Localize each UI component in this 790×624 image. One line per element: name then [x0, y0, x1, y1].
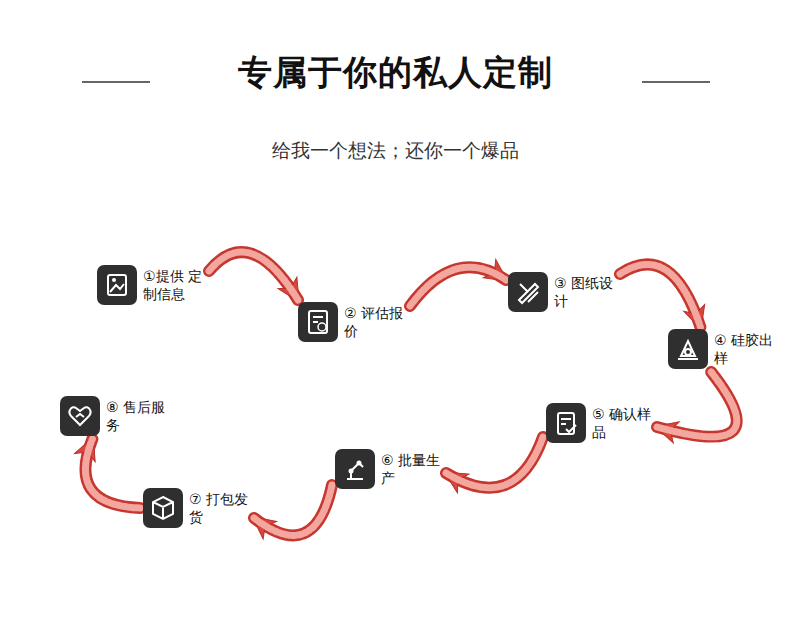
arrow-hatch — [254, 485, 332, 535]
step-label: ①提供 定制信息 — [143, 267, 205, 303]
title-rule — [642, 81, 710, 83]
step-icon — [60, 396, 100, 436]
icon-glyph — [143, 488, 183, 528]
step-icon — [97, 265, 137, 305]
step-label: ⑤ 确认样品 — [592, 405, 654, 441]
icon-glyph — [335, 449, 375, 489]
process-step: ② 评估报价 — [298, 302, 406, 342]
arrow-outline — [446, 437, 543, 488]
step-label: ⑥ 批量生产 — [381, 451, 443, 487]
arrow-hatch — [620, 264, 700, 327]
step-label: ② 评估报价 — [344, 304, 406, 340]
arrow-outline — [85, 439, 140, 508]
flow-arrow — [254, 485, 332, 535]
flow-arrow — [209, 252, 298, 300]
process-step: ⑧ 售后服务 — [60, 396, 168, 436]
arrow-hatch — [410, 267, 506, 306]
flow-arrow — [410, 267, 506, 306]
step-icon — [143, 488, 183, 528]
arrow-outline — [410, 267, 506, 306]
step-label: ⑧ 售后服务 — [106, 398, 168, 434]
arrow-outline — [254, 485, 332, 535]
step-icon — [668, 329, 708, 369]
page-title: 专属于你的私人定制 — [0, 50, 790, 96]
step-label: ③ 图纸设计 — [554, 274, 616, 310]
process-step: ③ 图纸设计 — [508, 272, 616, 312]
step-label: ⑦ 打包发货 — [189, 490, 251, 526]
icon-glyph — [298, 302, 338, 342]
flow-arrow — [620, 264, 700, 327]
arrow-hatch — [85, 439, 140, 508]
flow-arrow — [657, 372, 737, 437]
process-step: ①提供 定制信息 — [97, 265, 205, 305]
process-step: ④ 硅胶出样 — [668, 329, 776, 369]
arrow-outline — [620, 264, 700, 327]
step-icon — [298, 302, 338, 342]
icon-glyph — [97, 265, 137, 305]
step-label: ④ 硅胶出样 — [714, 331, 776, 367]
process-step: ⑤ 确认样品 — [546, 403, 654, 443]
step-icon — [508, 272, 548, 312]
arrow-outline — [209, 252, 298, 300]
step-icon — [335, 449, 375, 489]
flow-arrow — [446, 437, 543, 488]
arrow-hatch — [209, 252, 298, 300]
arrow-hatch — [657, 372, 737, 437]
step-icon — [546, 403, 586, 443]
arrow-hatch — [446, 437, 543, 488]
process-step: ⑦ 打包发货 — [143, 488, 251, 528]
icon-glyph — [508, 272, 548, 312]
icon-glyph — [668, 329, 708, 369]
page-subtitle: 给我一个想法；还你一个爆品 — [0, 138, 790, 164]
arrow-outline — [657, 372, 737, 437]
process-step: ⑥ 批量生产 — [335, 449, 443, 489]
icon-glyph — [546, 403, 586, 443]
icon-glyph — [60, 396, 100, 436]
title-rule — [82, 81, 150, 83]
flow-arrow — [85, 439, 140, 508]
